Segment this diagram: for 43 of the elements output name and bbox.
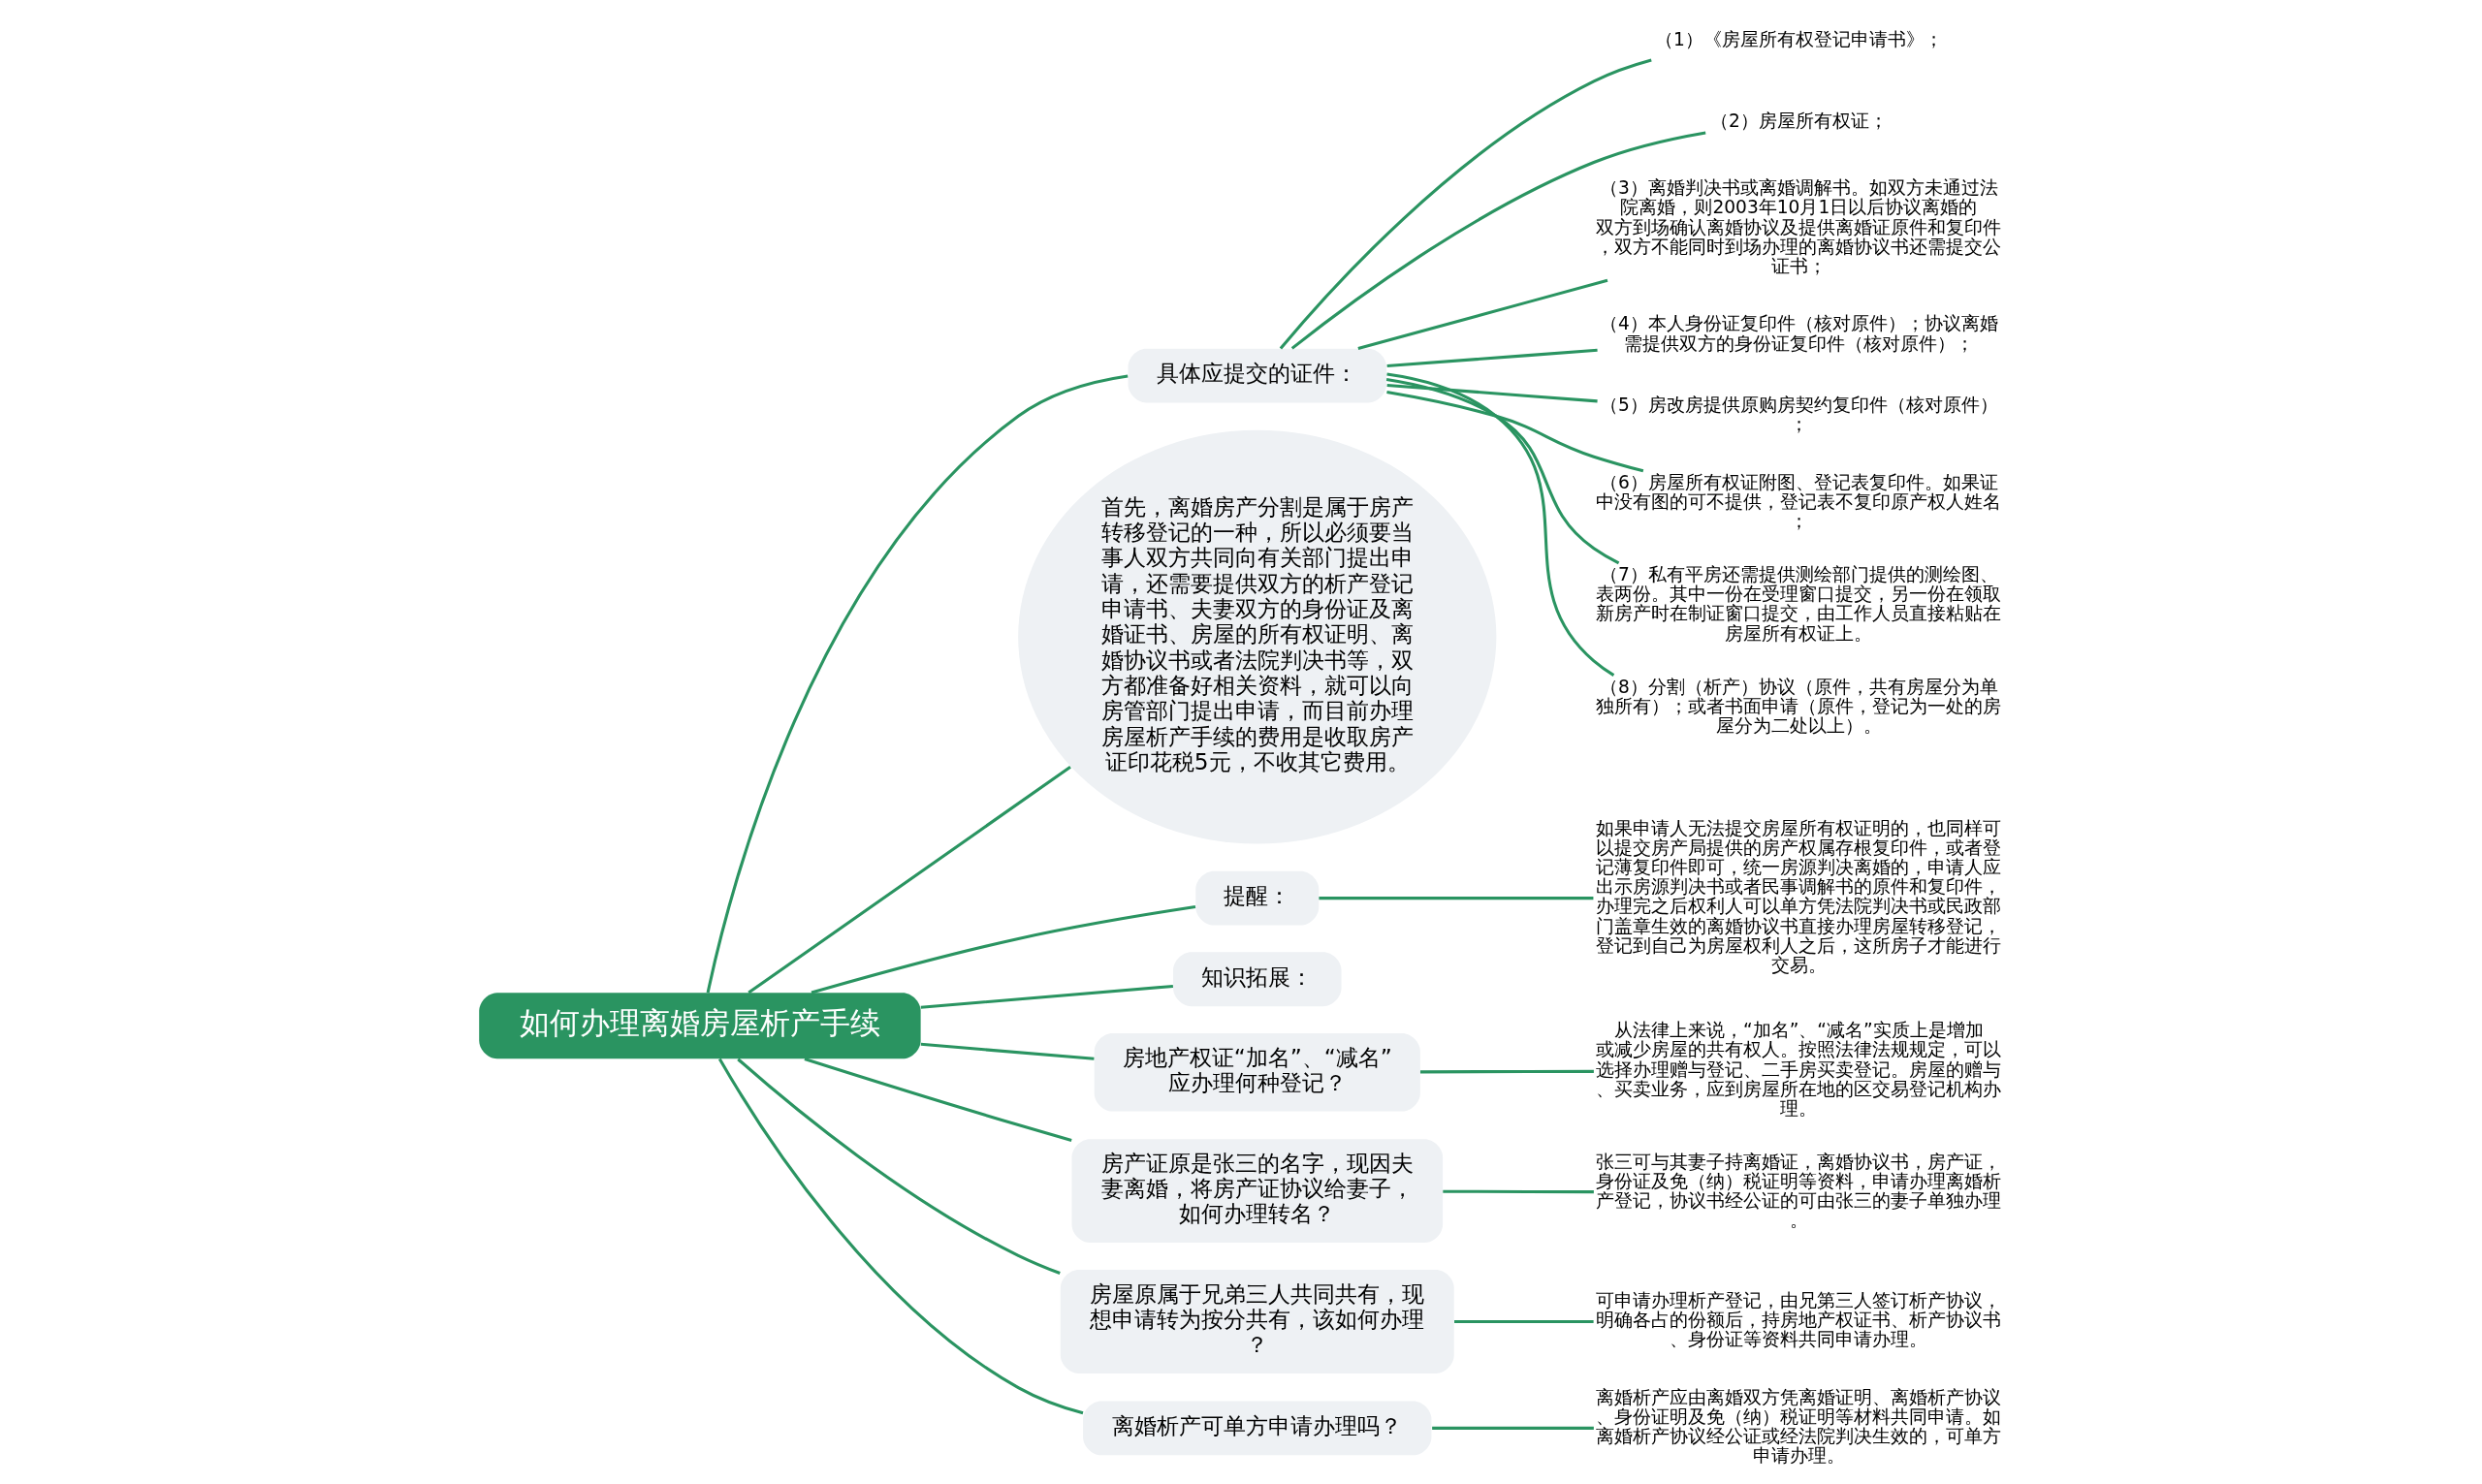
node-text: 离婚析产应由离婚双方凭离婚证明、离婚析产协议、身份证明及免（纳）税证明等材料共同申请。如离婚析产协议经公证或经法院判决生效的，可单方申请办理。: [1595, 1387, 2001, 1467]
connector: [920, 984, 1173, 1009]
connector: [1279, 58, 1652, 350]
connector: [747, 765, 1071, 995]
connector: [1386, 383, 1598, 403]
node-box: 知识拓展：: [1172, 952, 1341, 1007]
node-text: （6）房屋所有权证附图、登记表复印件。如果证中没有图的可不提供，登记表不复印原产权人姓名；: [1595, 471, 2001, 532]
connector: [920, 1042, 1095, 1060]
connector: [1453, 1319, 1594, 1323]
connector: [1290, 131, 1705, 350]
connector: [1356, 278, 1607, 350]
node-text: 张三可与其妻子持离婚证，离婚协议书，房产证，身份证及免（纳）税证明等资料，申请办理离婚析产登记，协议书经公证的可由张三的妻子单独办理。: [1595, 1151, 2001, 1231]
connector: [1385, 372, 1614, 677]
connector: [803, 1058, 1072, 1142]
connector: [811, 904, 1195, 995]
connector: [1419, 1069, 1594, 1074]
node-text: （2）房屋所有权证；: [1709, 110, 1888, 131]
node-box: 离婚析产可单方申请办理吗？: [1082, 1401, 1431, 1456]
node-box: 房产证原是张三的名字，现因夫妻离婚，将房产证协议给妻子，如何办理转名？: [1070, 1139, 1443, 1244]
node-text: （5）房改房提供原购房契约复印件（核对原件）；: [1599, 395, 1998, 435]
connector: [1318, 897, 1593, 900]
connector: [736, 1058, 1061, 1275]
node-box: 提醒：: [1194, 870, 1319, 926]
connector: [1431, 1426, 1594, 1430]
connector: [706, 374, 1128, 994]
connector: [1386, 348, 1598, 368]
node-box: 具体应提交的证件：: [1128, 348, 1386, 403]
node-text: 从法律上来说，“加名”、“减名”实质上是增加或减少房屋的共有权人。按照法律法规规定，可以选择办理赠与登记、二手房买卖登记。房屋的赠与、买卖业务，应到房屋所在地的区交易登记机构办理。: [1595, 1020, 2001, 1119]
node-text: 如果申请人无法提交房屋所有权证明的，也同样可以提交房产局提供的房产权属存根复印件，或者登记薄复印件即可，统一房源判决离婚的，申请人应出示房源判决书或者民事调解书的原件和复印件，办理完之后权利人可以单方凭法院判决书或民政部门盖章生效的离婚协议书直接办理房屋转移登记，登记到自己为房屋权利人之后，这所房子才能进行交易。: [1595, 817, 2001, 975]
node-text: （3）离婚判决书或离婚调解书。如双方未通过法院离婚，则2003年10月1日以后协议离婚的双方到场确认离婚协议及提供离婚证原件和复印件，双方不能同时到场办理的离婚协议书还需提交公证书；: [1595, 177, 2001, 276]
connector: [1385, 378, 1619, 565]
node-box: 房地产权证“加名”、“减名”应办理何种登记？: [1094, 1033, 1420, 1112]
node-text: （4）本人身份证复印件（核对原件）；协议离婚需提供双方的身份证复印件（核对原件）；: [1599, 313, 1998, 354]
node-ellipse: 首先，离婚房产分割是属于房产转移登记的一种，所以必须要当事人双方共同向有关部门提出申请，还需要提供双方的析产登记申请书、夫妻双方的身份证及离婚证书、房屋的所有权证明、离婚协议书或者法院判决书等，双方都准备好相关资料，就可以向房管部门提出申请，而目前办理房屋析产手续的费用是收取房产证印花税5元，不收其它费用。: [1017, 429, 1496, 844]
node-text: 可申请办理析产登记，由兄第三人签订析产协议，明确各占的份额后，持房地产权证书、析产协议书、身份证等资料共同申请办理。: [1595, 1290, 2001, 1350]
node-text: （7）私有平房还需提供测绘部门提供的测绘图、表两份。其中一份在受理窗口提交，另一份在领取新房产时在制证窗口提交，由工作人员直接粘贴在房屋所有权证上。: [1595, 564, 2001, 644]
node-box: 房屋原属于兄弟三人共同共有，现想申请转为按分共有，该如何办理？: [1060, 1270, 1454, 1373]
connector: [717, 1058, 1083, 1415]
connector: [1442, 1189, 1594, 1194]
node-text: （1）《房屋所有权登记申请书》；: [1654, 28, 1943, 49]
connector: [1385, 391, 1643, 473]
node-box: 如何办理离婚房屋析产手续: [478, 993, 921, 1059]
node-text: （8）分割（析产）协议（原件，共有房屋分为单独所有）；或者书面申请（原件，登记为一处的房屋分为二处以上）。: [1595, 676, 2001, 736]
